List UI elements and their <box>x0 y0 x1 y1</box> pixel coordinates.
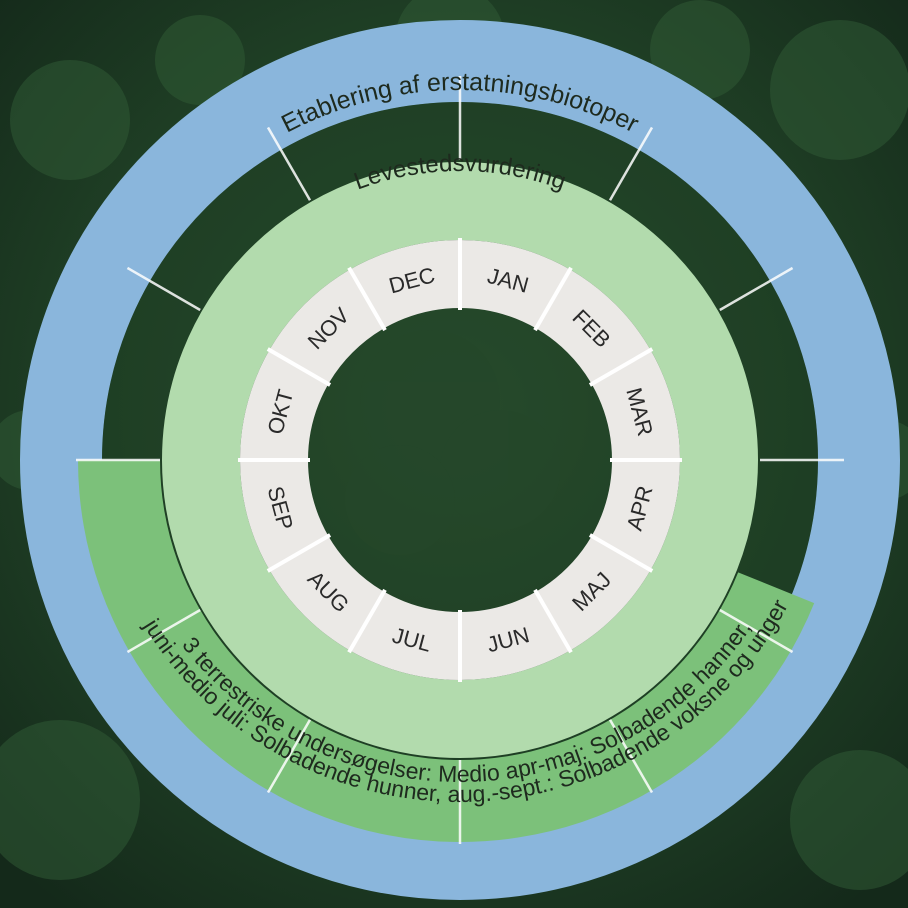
ring-divider <box>266 126 312 201</box>
ring-divider <box>126 608 201 654</box>
month-divider <box>588 347 654 387</box>
month-divider <box>533 266 573 332</box>
ring-divider <box>266 719 312 794</box>
month-dividers <box>76 76 844 844</box>
ring-divider <box>719 266 794 312</box>
ring-divider <box>719 608 794 654</box>
ring-divider <box>126 266 201 312</box>
month-divider <box>266 347 332 387</box>
ring-divider <box>608 719 654 794</box>
month-divider <box>588 533 654 573</box>
inner-foliage <box>345 330 560 555</box>
ring-divider <box>608 126 654 201</box>
outer-ring <box>20 20 900 900</box>
survey-band <box>78 460 815 842</box>
month-divider <box>347 266 387 332</box>
month-divider <box>266 533 332 573</box>
middle-ring <box>162 162 758 758</box>
month-divider <box>347 588 387 654</box>
month-divider <box>533 588 573 654</box>
